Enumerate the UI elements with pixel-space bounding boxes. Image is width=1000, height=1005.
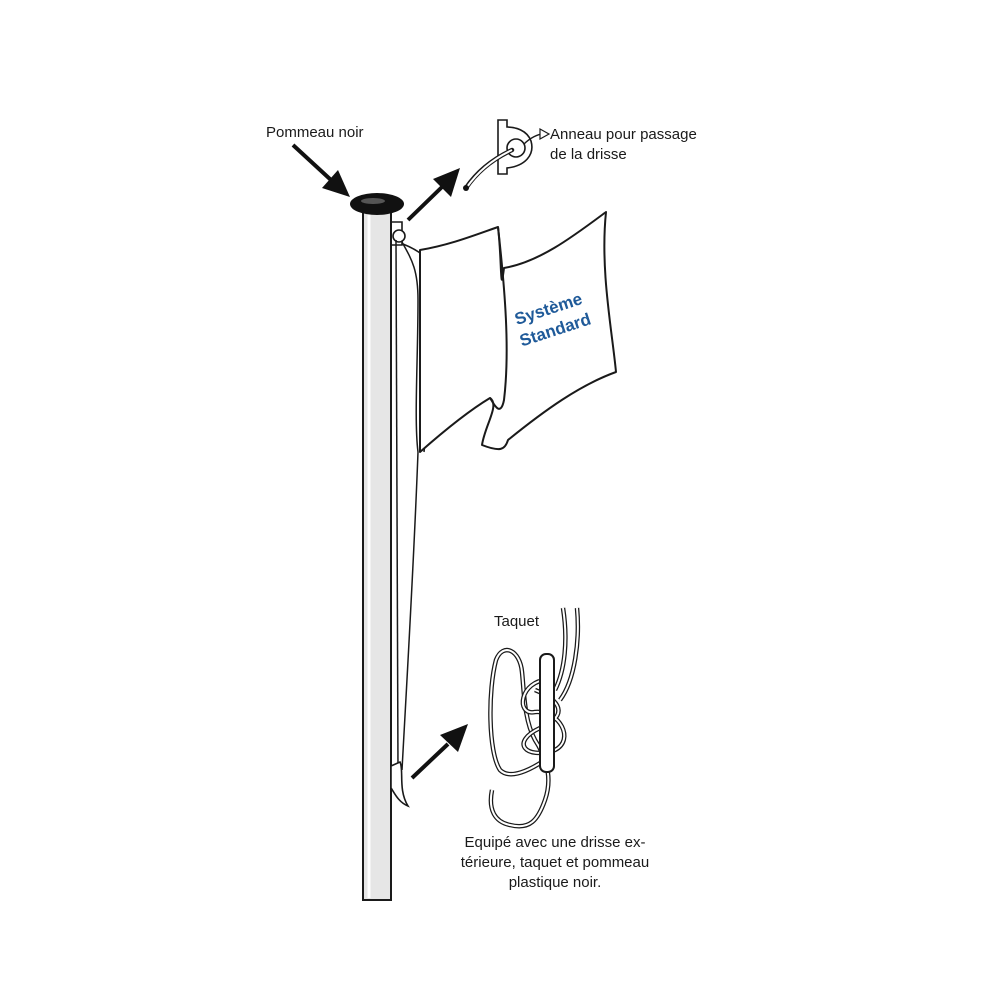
label-ring-line-1: Anneau pour passage [550, 126, 697, 143]
label-equipment-line-3: plastique noir. [508, 874, 602, 891]
halyard-rope-2 [401, 241, 419, 771]
flag-fold [489, 226, 508, 410]
black-knob [350, 193, 404, 215]
ring-detail-arrow-head [539, 127, 551, 141]
arrow-knob-head [322, 170, 350, 197]
arrow-ring-shaft [406, 185, 444, 222]
arrow-knob-shaft [291, 143, 333, 182]
ring-detail-ring [506, 138, 526, 158]
cleat-rope-tail-1-inner [554, 607, 567, 691]
arrow-cleat-shaft [410, 742, 450, 780]
halyard-rope [395, 239, 399, 771]
arrow-cleat-head [440, 724, 468, 752]
label-equipment-line-1: Equipé avec une drisse ex- [464, 834, 646, 851]
cleat-rope-tail-2-inner [559, 607, 579, 701]
arrow-ring-head [433, 168, 460, 197]
label-black-knob: Pommeau noir [266, 124, 364, 141]
pole-cleat [390, 760, 410, 808]
label-equipment-line-2: térieure, taquet et pommeau [460, 854, 650, 871]
black-knob-shine [361, 198, 385, 204]
label-ring-line-2: de la drisse [550, 146, 627, 163]
ring-detail-rope-end [463, 185, 469, 191]
label-cleat: Taquet [494, 613, 540, 630]
label-ring: Anneau pour passage de la drisse [550, 125, 697, 165]
top-ring [392, 229, 406, 243]
label-equipment-note: Equipé avec une drisse ex- térieure, taq… [440, 833, 670, 893]
ring-detail-rope-inner [466, 149, 513, 188]
cleat-body [539, 653, 555, 773]
flagpole [362, 207, 392, 901]
